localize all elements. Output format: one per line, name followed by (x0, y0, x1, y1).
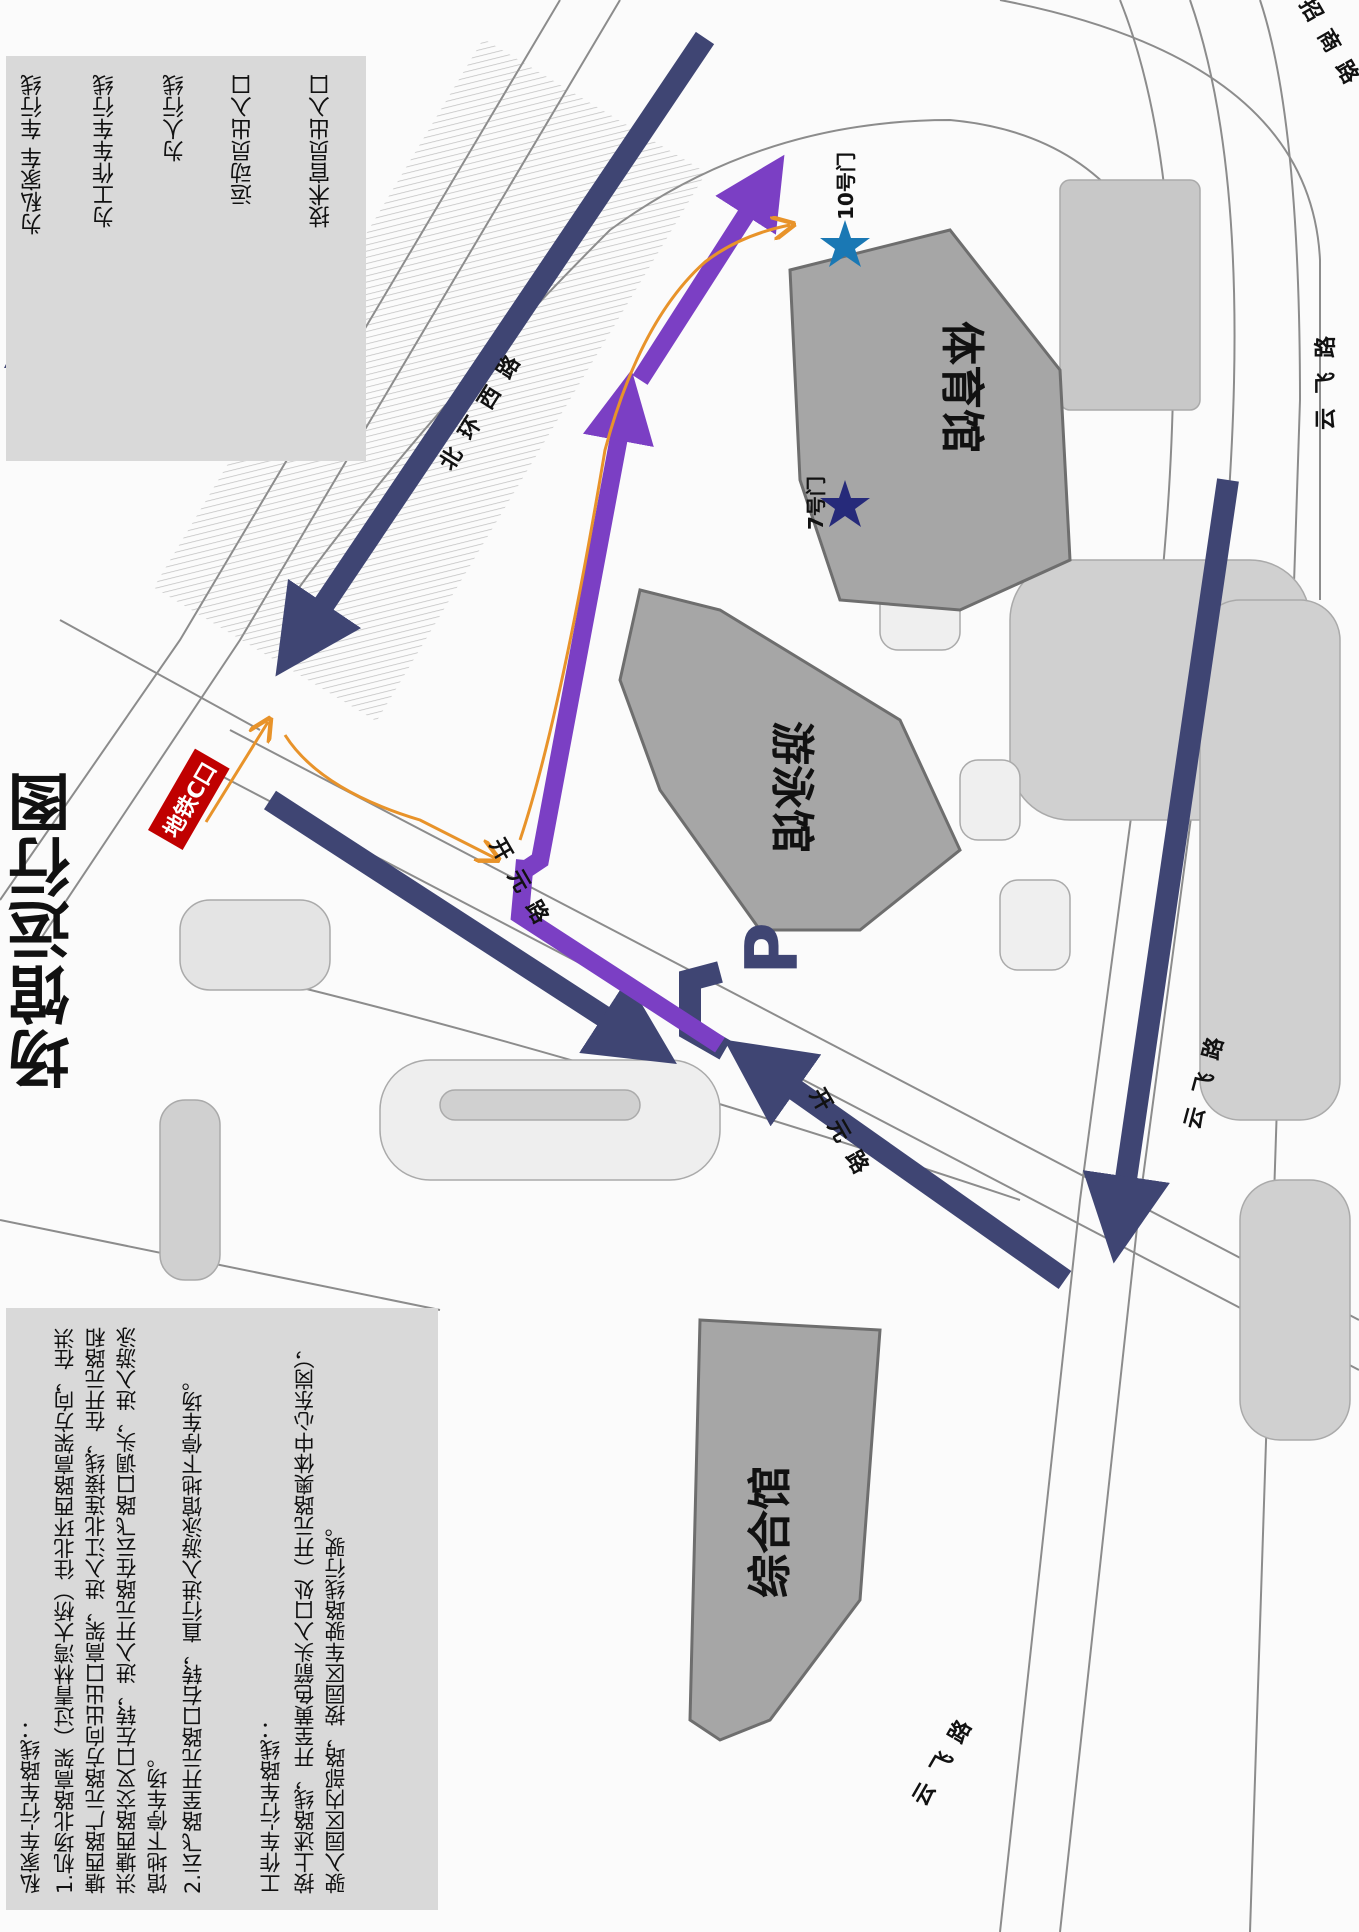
parking-sign: P (730, 922, 814, 975)
road-yunfei-right: 云飞路 (1314, 321, 1340, 431)
gym-footprint (788, 228, 1072, 612)
private-car-routes (264, 31, 1239, 1289)
pedestrian-route (204, 225, 790, 858)
legend-technical-label: 技术官员出入口 (309, 74, 334, 228)
legend-work-label: 为工作车车行线 (93, 74, 118, 228)
natatorium-footprint (618, 588, 962, 932)
gym-label: 体育馆 (936, 321, 987, 453)
legend-private-label: 为私家车 车行线 (21, 74, 46, 235)
technical-gate-star (820, 480, 870, 527)
complex-footprint (688, 1318, 882, 1742)
note-private-1: 1.机场北路高架（过青林湾大桥）往北环西路高架方向，在洪塘西路广元路方向出出口高… (53, 1327, 170, 1894)
gate-7-label: 7号门 (804, 476, 828, 530)
work-car-route (510, 154, 785, 1053)
complex-label: 综合馆 (745, 1466, 796, 1598)
private-route-kaiyuan-east (264, 790, 677, 1064)
private-route-yunfei (1082, 478, 1239, 1264)
page-title: 场馆运行图 (8, 770, 81, 1090)
athlete-gate-star (820, 220, 870, 267)
note-work-heading: 工作车-行车路线： (259, 1718, 283, 1894)
note-private-heading: 私家车-行车路线： (19, 1718, 43, 1894)
private-route-north-ring (275, 31, 715, 677)
private-route-kaiyuan-west (724, 1039, 1072, 1289)
gate-10-label: 10号门 (834, 152, 858, 220)
natatorium-label: 游泳馆 (766, 721, 817, 853)
note-private-2: 2.云飞路至开元路口右转，直行进入游泳馆地下停车场。 (181, 1369, 205, 1894)
route-notes-panel: 私家车-行车路线： 1.机场北路高架（过青林湾大桥）往北环西路高架方向，在洪塘西… (6, 1308, 438, 1910)
legend-pedestrian-label: 为人行线 (163, 74, 188, 162)
legend-panel: 为私家车 车行线 为工作车车行线 为人行线 运动员出入口 技术官员出入口 (6, 56, 366, 461)
note-work-1: 按上述路线，开至黄色箭头入口处（开元路奥体中心东岗），驶入园区内部路，按园区车驶… (293, 1337, 348, 1895)
legend-athlete-label: 运动员出入口 (231, 74, 256, 206)
